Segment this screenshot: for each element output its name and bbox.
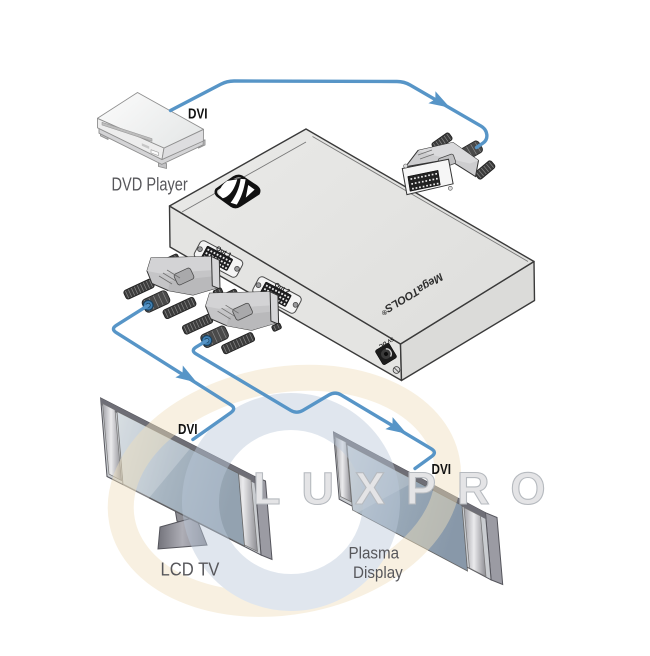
- svg-text:Display: Display: [353, 564, 403, 582]
- svg-text:DVD Player: DVD Player: [112, 174, 189, 195]
- svg-text:DVI: DVI: [178, 422, 198, 438]
- svg-text:LCD TV: LCD TV: [161, 559, 220, 580]
- svg-text:LUXPRO: LUXPRO: [253, 463, 567, 514]
- svg-text:DVI: DVI: [432, 462, 452, 478]
- svg-text:Plasma: Plasma: [349, 545, 400, 563]
- svg-text:DVI: DVI: [188, 107, 208, 123]
